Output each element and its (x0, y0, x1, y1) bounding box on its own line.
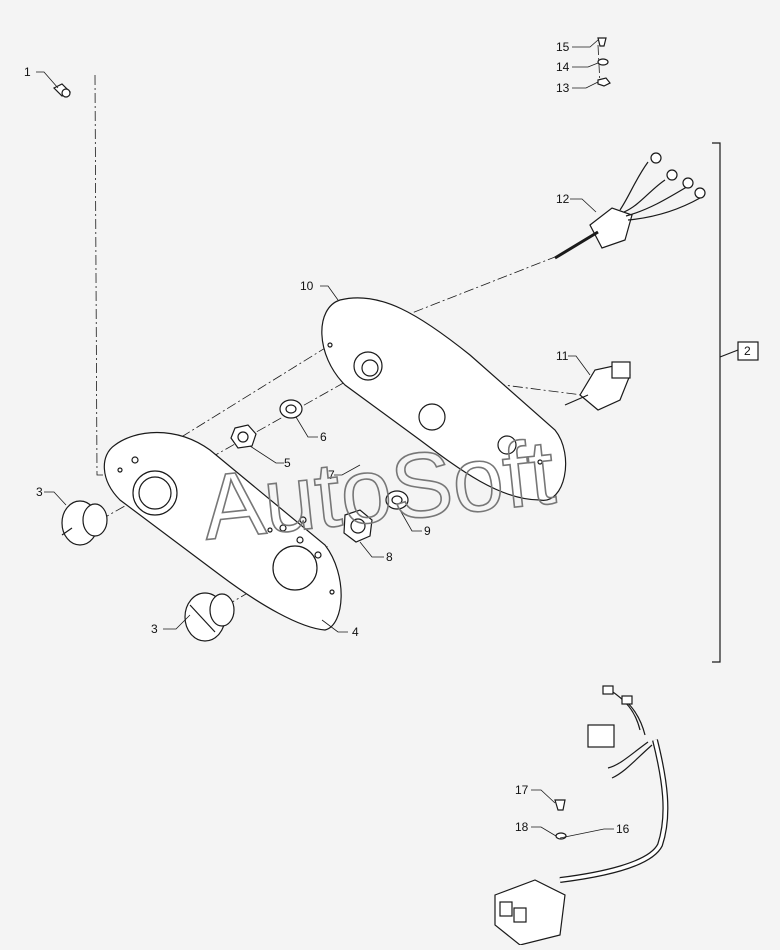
callout-13: 13 (556, 81, 570, 95)
rear-plate-10 (321, 297, 567, 501)
leader-lines (36, 39, 614, 839)
callout-9: 9 (424, 524, 431, 538)
callout-10: 10 (300, 279, 314, 293)
callout-7: 7 (328, 468, 335, 482)
callout-15: 15 (556, 40, 570, 54)
hardware-13-15 (597, 37, 611, 87)
switch-11 (564, 361, 631, 411)
callout-2: 2 (744, 344, 751, 358)
washer-6 (279, 399, 303, 419)
hardware-17-18 (554, 799, 567, 840)
callout-labels: 1 2 3 3 4 5 6 7 8 9 10 11 12 13 14 15 16… (24, 40, 751, 836)
knob-3-lower (184, 592, 235, 642)
callout-4: 4 (352, 625, 359, 639)
callout-18: 18 (515, 820, 529, 834)
callout-16: 16 (616, 822, 630, 836)
switch-12 (554, 152, 706, 260)
nut-5 (230, 424, 257, 449)
callout-5: 5 (284, 456, 291, 470)
callout-11: 11 (556, 349, 569, 363)
nut-8 (343, 509, 373, 543)
callout-1: 1 (24, 65, 31, 79)
front-plate-4 (103, 432, 342, 631)
screw-1 (52, 83, 72, 98)
callout-8: 8 (386, 550, 393, 564)
callout-12: 12 (556, 192, 570, 206)
callout-3: 3 (36, 485, 43, 499)
kit-bracket (712, 142, 759, 663)
knob-3-upper (61, 500, 108, 546)
callout-3: 3 (151, 622, 158, 636)
wire-harness-16 (494, 685, 669, 946)
callout-14: 14 (556, 60, 570, 74)
callout-6: 6 (320, 430, 327, 444)
callout-17: 17 (515, 783, 529, 797)
washer-9 (385, 490, 409, 510)
